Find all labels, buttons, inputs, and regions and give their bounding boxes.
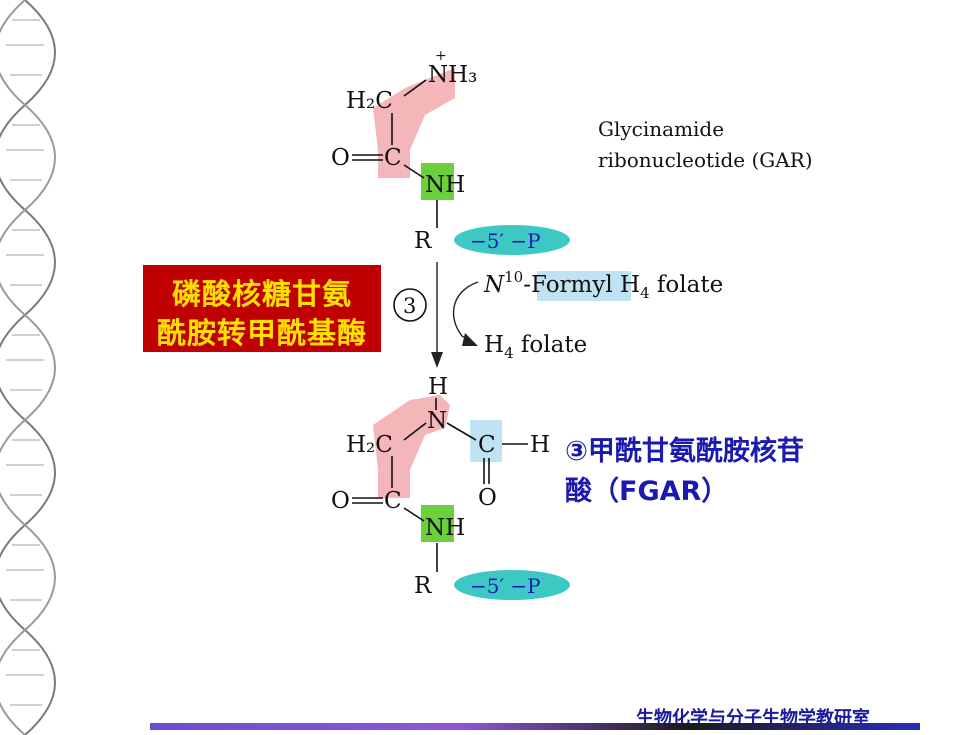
dna-helix-decoration (0, 0, 56, 735)
gar-label-line2: ribonucleotide (GAR) (598, 148, 813, 172)
o-atom-top: O (331, 145, 350, 171)
step-number: 3 (403, 294, 416, 318)
enzyme-name-line2: 酰胺转甲酰基酶 (156, 316, 367, 350)
cofactor-curve (452, 281, 479, 343)
o-atom-bottom: O (331, 488, 350, 514)
cofactor-in-suffix: folate (650, 272, 724, 298)
fgar-label: ③甲酰甘氨酰胺核苷 酸（FGAR） (565, 432, 804, 512)
footer-bar (150, 723, 920, 730)
glycine-highlight-top (373, 68, 455, 178)
cofactor-out: H4 folate (484, 332, 587, 362)
nh-atom-top: NH (425, 172, 465, 198)
h2c-atom-top: H₂C (346, 88, 393, 114)
h-atom-formyl: H (530, 432, 550, 458)
fgar-label-line2: 酸（FGAR） (565, 476, 729, 507)
phosphate-ellipse-top (454, 225, 570, 255)
cofactor-in: N10-Formyl H4 folate (483, 268, 723, 302)
enzyme-name-box: 磷酸核糖甘氨 酰胺转甲酰基酶 (143, 265, 381, 352)
fgar-label-line1: ③甲酰甘氨酰胺核苷 (565, 436, 804, 467)
enzyme-name-line1: 磷酸核糖甘氨 (171, 277, 352, 311)
c-atom-formyl: C (478, 432, 496, 458)
cofactor-in-name: -Formyl H (523, 272, 640, 298)
gar-label-line1: Glycinamide (598, 117, 724, 141)
cofactor-curve-head (462, 333, 478, 346)
cofactor-in-sub: 4 (640, 284, 650, 302)
h2c-atom-bottom: H₂C (346, 432, 393, 458)
reaction-arrowhead (431, 352, 443, 368)
n-atom: N (427, 408, 447, 434)
o-atom-formyl: O (478, 485, 497, 511)
nh-atom-bottom: NH (425, 515, 465, 541)
cofactor-out-suffix: folate (514, 332, 588, 358)
nh-highlight-bottom (421, 505, 454, 542)
c-atom-bottom: C (384, 488, 402, 514)
cofactor-out-sub: 4 (504, 344, 514, 362)
c-atom-top: C (384, 145, 402, 171)
cofactor-in-prefix: N (483, 272, 505, 298)
phosphate-label-top: −5′ −P (470, 229, 541, 253)
formyl-c-highlight (470, 420, 502, 462)
step-circle (393, 288, 427, 322)
nh-highlight-top (421, 163, 454, 200)
cofactor-out-name: H (484, 332, 504, 358)
phosphate-ellipse-bottom (454, 570, 570, 600)
plus-charge: + (435, 48, 447, 64)
r-atom-bottom: R (414, 573, 432, 599)
nh3-atom: NH₃ (428, 62, 477, 88)
phosphate-label-bottom: −5′ −P (470, 574, 541, 598)
r-atom-top: R (414, 228, 432, 254)
h-atom-n: H (428, 374, 448, 400)
formyl-highlight (537, 271, 631, 301)
cofactor-in-sup: 10 (504, 268, 523, 286)
